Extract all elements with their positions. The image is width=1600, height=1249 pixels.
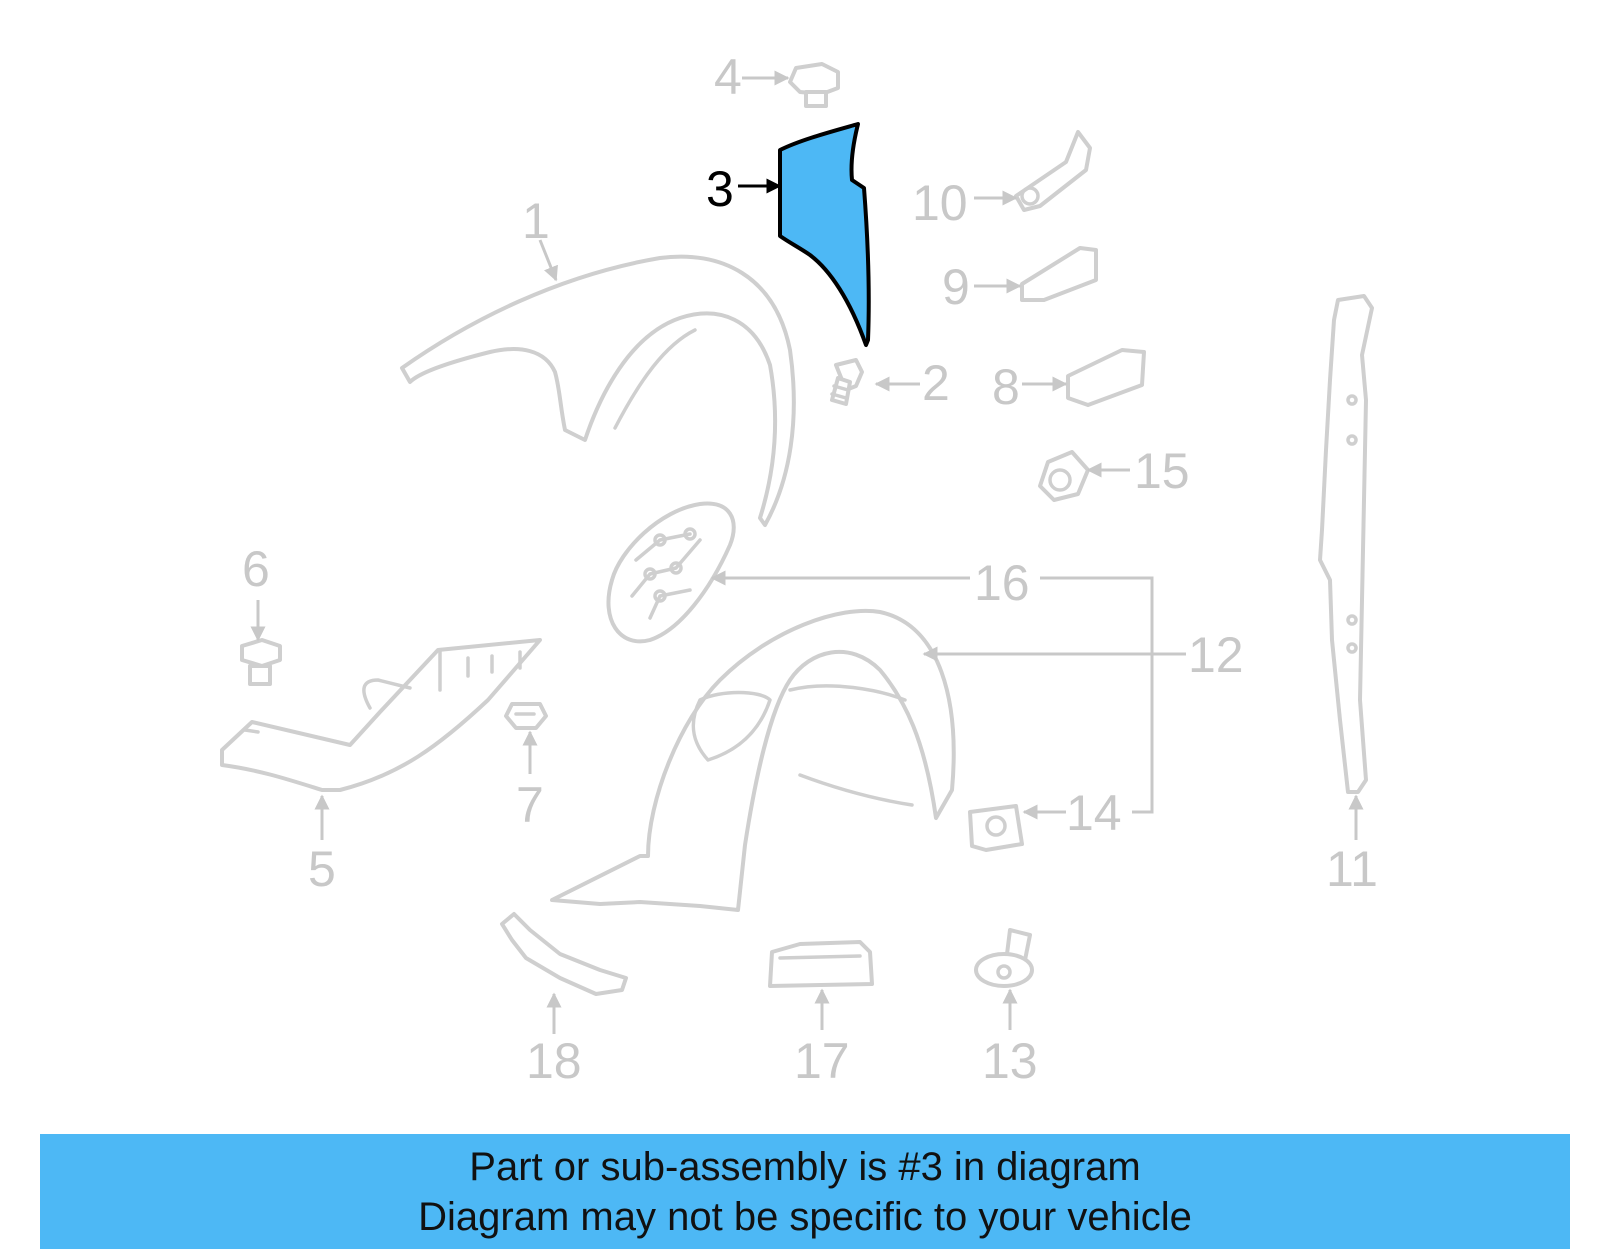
part-13-screw[interactable] (974, 928, 1034, 988)
callout-2: 2 (922, 355, 950, 411)
part-8-bracket[interactable] (1066, 348, 1146, 407)
part-6-bolt[interactable] (240, 638, 282, 686)
part-9-bracket[interactable] (1020, 246, 1098, 302)
callout-11: 11 (1326, 841, 1378, 897)
part-2-screw[interactable] (830, 358, 864, 406)
banner-line-1: Part or sub-assembly is #3 in diagram (469, 1145, 1141, 1189)
part-15-clip[interactable] (1038, 450, 1090, 502)
part-10-bracket[interactable] (1014, 130, 1092, 212)
part-7-nut[interactable] (504, 702, 548, 730)
part-16-panel[interactable] (606, 501, 736, 644)
callout-16: 16 (974, 555, 1030, 611)
callout-5: 5 (308, 841, 336, 897)
callout-9: 9 (942, 259, 970, 315)
part-1-fender[interactable] (400, 254, 796, 527)
callout-6: 6 (242, 541, 270, 597)
part-5-bracket[interactable] (220, 638, 542, 792)
callout-18: 18 (526, 1033, 582, 1089)
part-3-highlighted[interactable] (778, 122, 871, 347)
part-18-strip[interactable] (500, 912, 628, 996)
callout-3: 3 (706, 161, 734, 217)
part-12-liner[interactable] (550, 608, 956, 912)
callout-4: 4 (714, 49, 742, 105)
part-17-pad[interactable] (768, 940, 874, 988)
callout-15: 15 (1134, 443, 1190, 499)
part-14-clip[interactable] (968, 804, 1024, 852)
callout-17: 17 (794, 1033, 850, 1089)
callout-7: 7 (516, 777, 544, 833)
callout-1: 1 (522, 193, 550, 249)
info-banner: Part or sub-assembly is #3 in diagram Di… (40, 1134, 1570, 1249)
callout-14: 14 (1066, 785, 1122, 841)
part-4-bolt[interactable] (788, 62, 840, 108)
leader-lines (250, 70, 1364, 1034)
part-11-bracket[interactable] (1318, 294, 1374, 794)
callout-8: 8 (992, 359, 1020, 415)
parts-diagram: 1 2 3 4 5 6 7 8 9 10 11 12 13 14 15 16 1… (220, 49, 1378, 1089)
banner-line-2: Diagram may not be specific to your vehi… (418, 1195, 1192, 1239)
callout-13: 13 (982, 1033, 1038, 1089)
callout-labels: 1 2 3 4 5 6 7 8 9 10 11 12 13 14 15 16 1… (242, 49, 1378, 1089)
callout-12: 12 (1188, 627, 1244, 683)
callout-10: 10 (912, 175, 968, 231)
